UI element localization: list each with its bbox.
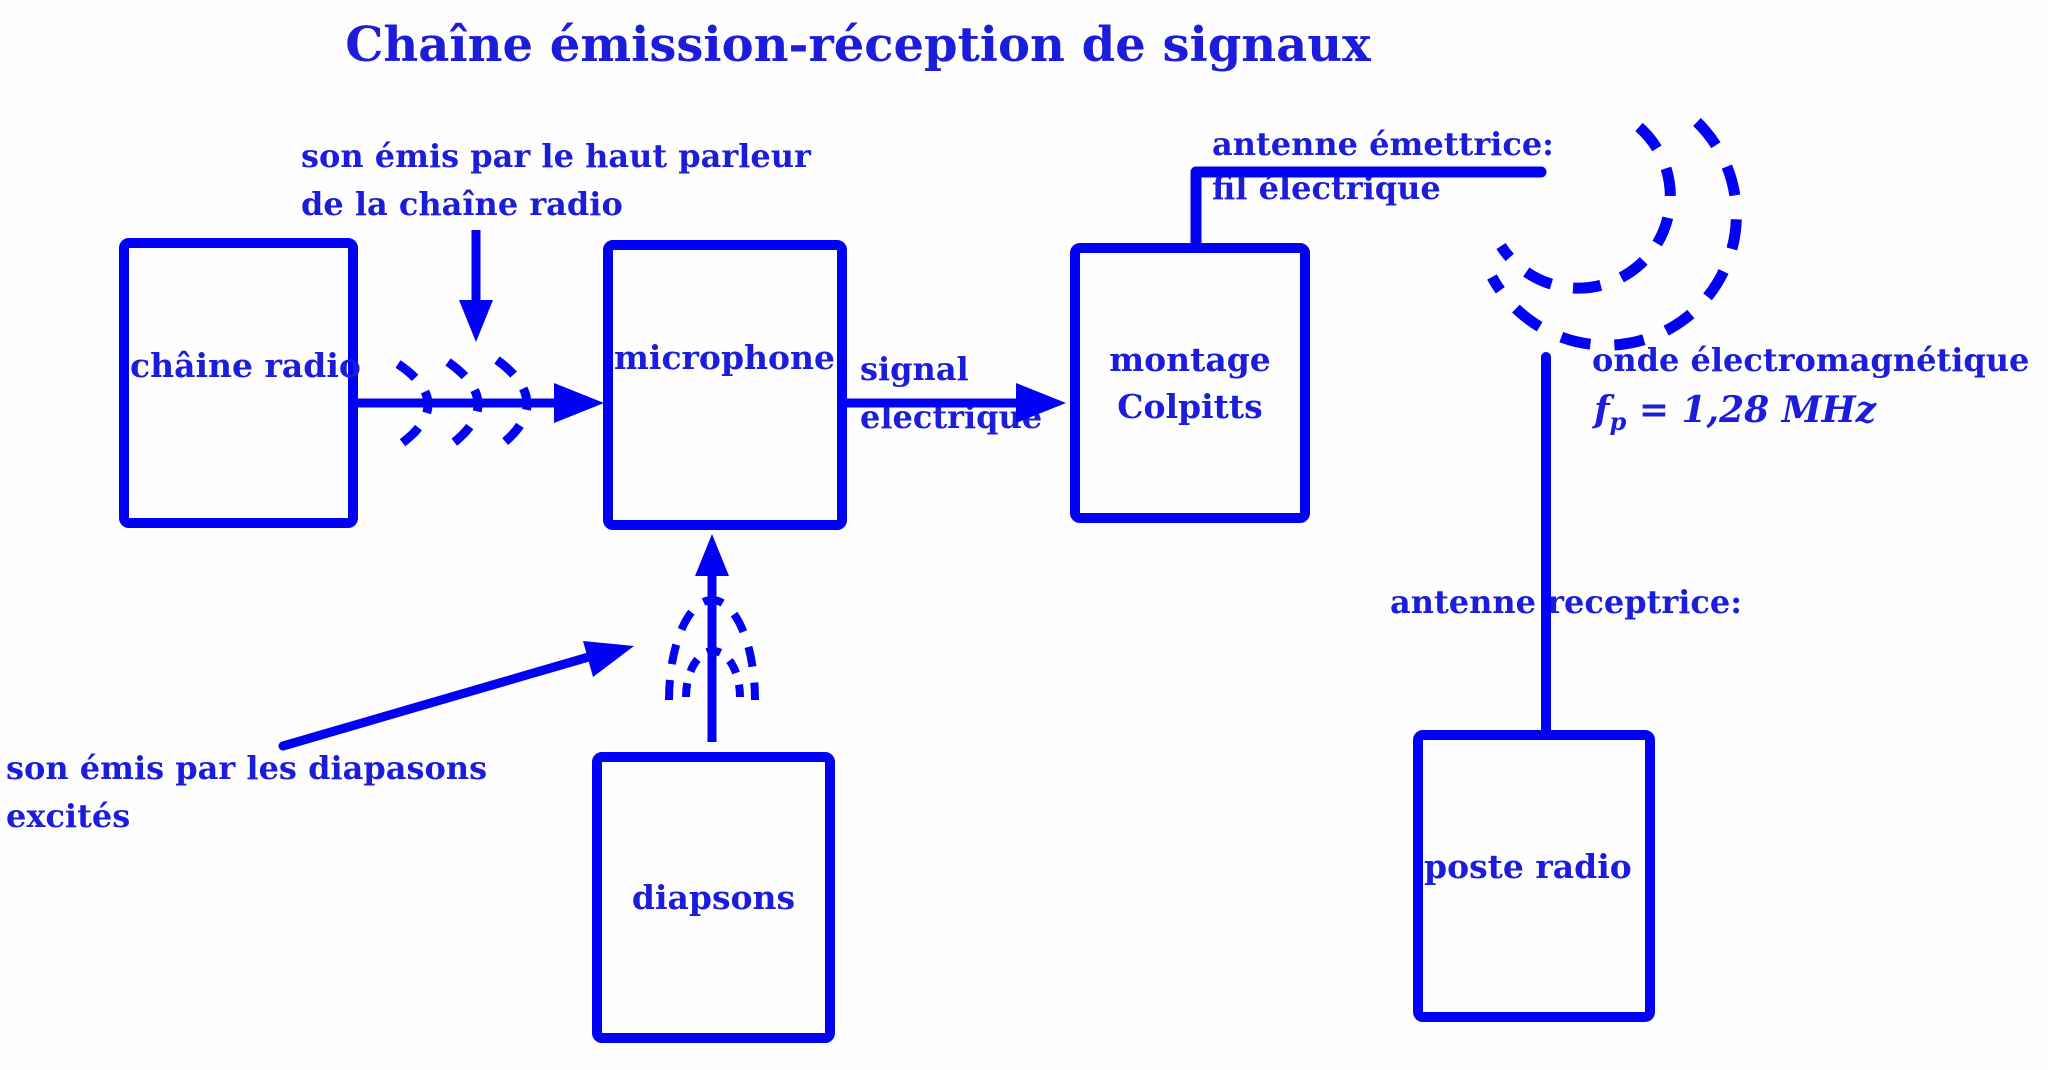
- arrow-speaker-note-head: [459, 300, 493, 342]
- box-montage-colpitts: montage Colpitts: [1070, 243, 1310, 523]
- sound-wave-arcs-diapason: [682, 647, 744, 698]
- box-montage-colpitts-label: montage Colpitts: [1109, 340, 1271, 426]
- freq-symbol: f: [1594, 389, 1610, 431]
- electric-signal-label: signal electrique: [860, 350, 1043, 436]
- arrow-diapason-note-head: [583, 641, 634, 677]
- arrow-radio-to-micro-head: [554, 383, 604, 423]
- box-chaine-radio: châine radio: [119, 238, 361, 528]
- arrow-diapsons-to-micro-head: [695, 534, 729, 576]
- box-poste-radio-label: poste radio: [1424, 846, 1632, 886]
- sound-wave-arcs-diapason: [665, 596, 759, 701]
- box-microphone: microphone: [603, 240, 847, 530]
- sound-wave-arcs-speaker: [494, 356, 532, 452]
- tx-antenna-label: antenne émettrice: fil électrique: [1212, 125, 1554, 207]
- freq-subscript: p: [1609, 407, 1627, 437]
- freq-value: = 1,28 MHz: [1626, 389, 1877, 431]
- arrow-diapason-note-shaft: [278, 651, 597, 751]
- box-chaine-radio-label: châine radio: [130, 345, 361, 385]
- box-microphone-label: microphone: [614, 337, 836, 377]
- em-wave-frequency: fp = 1,28 MHz: [1594, 388, 1877, 434]
- box-diapsons-label: diapsons: [631, 878, 796, 917]
- sound-wave-arcs-speaker: [395, 360, 433, 450]
- box-diapsons: diapsons: [592, 752, 835, 1043]
- diagram-title: Chaîne émission-réception de signaux: [345, 17, 1371, 73]
- em-wave-label: onde électromagnétique: [1592, 341, 2030, 379]
- rx-antenna-label: antenne receptrice:: [1390, 583, 1743, 621]
- speaker-sound-note: son émis par le haut parleur de la chaîn…: [301, 137, 811, 223]
- box-poste-radio: poste radio: [1413, 730, 1655, 1022]
- sound-wave-arcs-speaker: [445, 358, 483, 451]
- diapason-sound-note: son émis par les diapasons excités: [6, 749, 488, 835]
